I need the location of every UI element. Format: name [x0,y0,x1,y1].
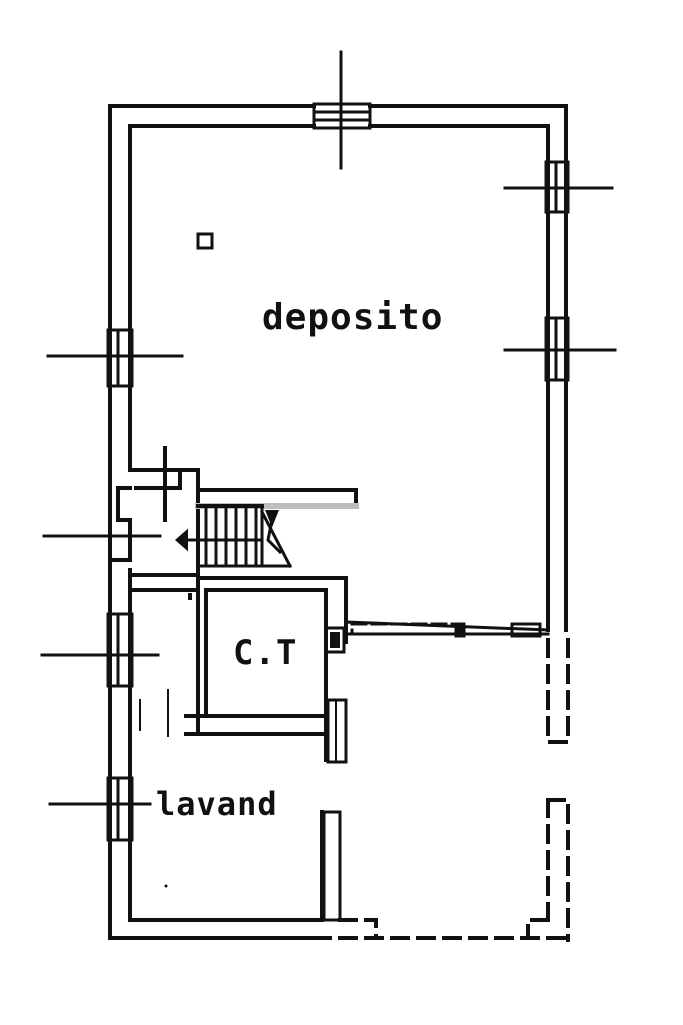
glazed-partition [344,620,550,638]
room-label-lavand: lavand [156,785,278,823]
stair [128,446,359,592]
window-top [312,50,372,170]
window-right-upper [503,160,614,214]
window-left-upper [46,328,184,388]
room-ct-walls [184,576,348,736]
window-right-lower [503,316,617,382]
column-marker [196,232,214,250]
room-label-deposito: deposito [262,297,444,338]
window-left-lower [48,776,152,842]
window-left-middle [40,612,160,688]
room-label-ct: C.T [233,633,298,673]
room-lavand-walls [139,689,348,922]
dot-marker [164,884,168,888]
dashed-portico [338,638,570,942]
